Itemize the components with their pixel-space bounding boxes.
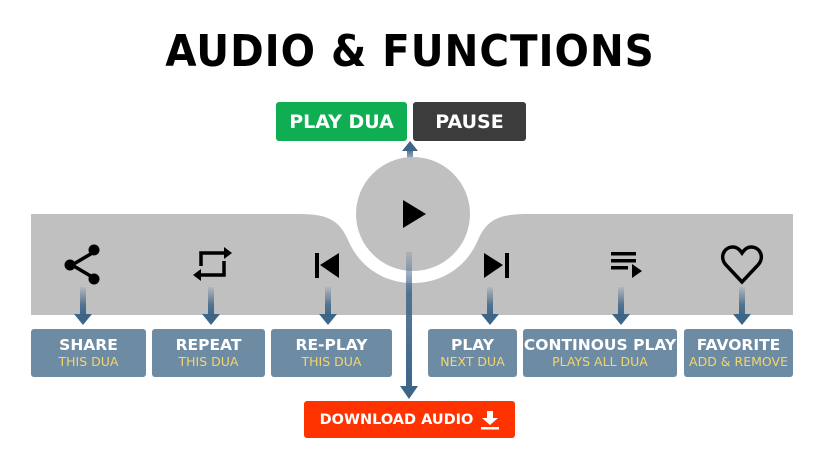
- download-audio-button[interactable]: DOWNLOAD AUDIO: [304, 401, 515, 438]
- play-next-label: PLAY NEXT DUA: [428, 329, 517, 377]
- arrow-repeat: [202, 287, 220, 325]
- skip-previous-icon[interactable]: [315, 253, 339, 278]
- share-icon[interactable]: [64, 244, 100, 285]
- page-title: AUDIO & FUNCTIONS: [165, 26, 655, 77]
- skip-next-icon[interactable]: [484, 253, 509, 278]
- download-icon: [481, 410, 500, 429]
- label-sub: THIS DUA: [301, 354, 362, 369]
- continuous-play-label: CONTINOUS PLAY PLAYS ALL DUA: [523, 329, 677, 377]
- arrow-share: [74, 287, 92, 325]
- playlist-play-icon[interactable]: [611, 252, 642, 278]
- label-main: REPEAT: [175, 336, 242, 354]
- label-main: PLAY: [451, 336, 494, 354]
- favorite-label: FAVORITE ADD & REMOVE: [684, 329, 793, 377]
- label-sub: THIS DUA: [58, 354, 119, 369]
- label-sub: NEXT DUA: [440, 354, 505, 369]
- label-sub: ADD & REMOVE: [689, 354, 788, 369]
- label-main: FAVORITE: [696, 336, 781, 354]
- play-icon: [403, 200, 426, 228]
- arrow-continuous: [612, 287, 630, 325]
- share-label: SHARE THIS DUA: [31, 329, 146, 377]
- arrow-replay: [319, 287, 337, 325]
- label-main: CONTINOUS PLAY: [523, 336, 677, 354]
- label-main: RE-PLAY: [295, 336, 368, 354]
- label-main: SHARE: [59, 336, 118, 354]
- play-dua-button[interactable]: PLAY DUA: [276, 102, 407, 141]
- arrow-favorite: [733, 287, 751, 325]
- pause-button[interactable]: PAUSE: [413, 102, 526, 141]
- arrow-down-to-download: [400, 252, 418, 399]
- label-sub: THIS DUA: [178, 354, 239, 369]
- heart-icon[interactable]: [721, 245, 763, 285]
- repeat-icon[interactable]: [193, 247, 232, 281]
- label-sub: PLAYS ALL DUA: [552, 354, 648, 369]
- repeat-label: REPEAT THIS DUA: [152, 329, 265, 377]
- replay-label: RE-PLAY THIS DUA: [271, 329, 392, 377]
- arrow-play-next: [481, 287, 499, 325]
- control-bar-background: [31, 214, 793, 315]
- download-label: DOWNLOAD AUDIO: [319, 411, 474, 428]
